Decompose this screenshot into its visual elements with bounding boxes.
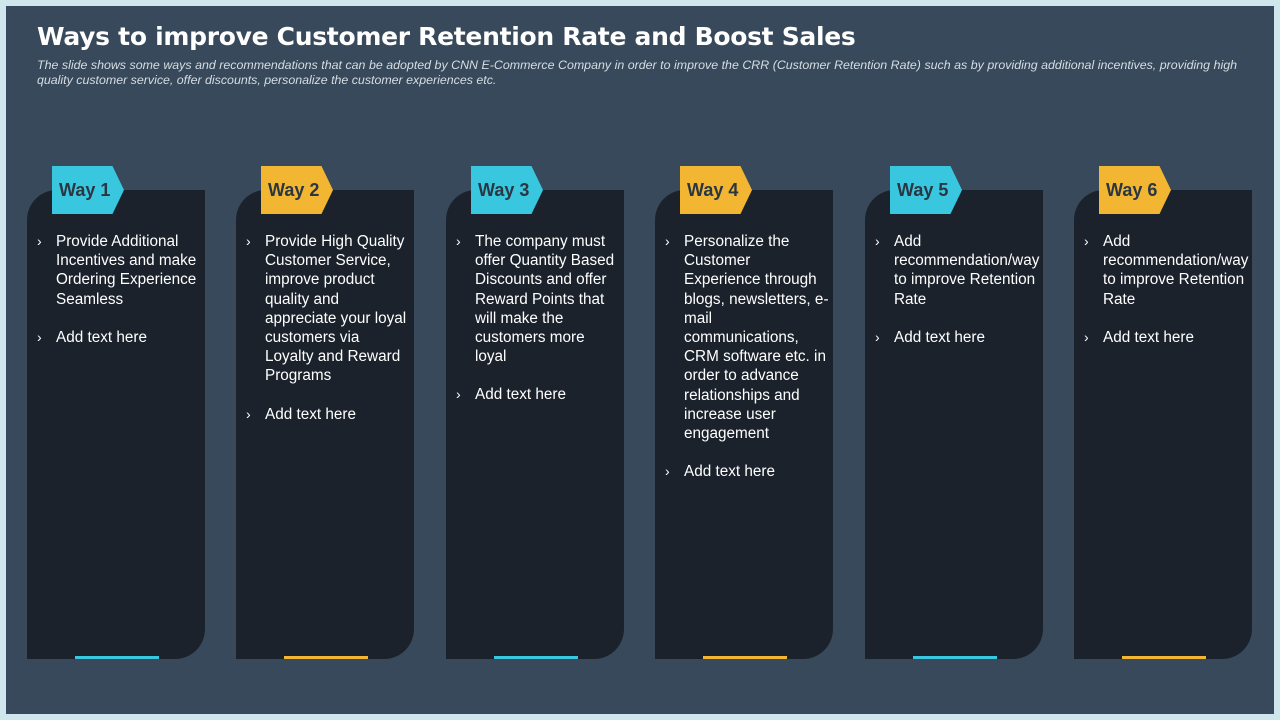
way-item: › Provide Additional Incentives and make … bbox=[37, 232, 201, 309]
chevron-right-icon: › bbox=[875, 328, 880, 345]
way-item: › Add text here bbox=[875, 328, 1039, 347]
way-tag-1: Way 1 bbox=[52, 166, 124, 214]
way-card-4: › Personalize the Customer Experience thr… bbox=[655, 190, 833, 659]
way-item-list: › Provide High Quality Customer Service, … bbox=[246, 232, 410, 443]
way-item-list: › Personalize the Customer Experience thr… bbox=[665, 232, 829, 500]
card-accent-bar bbox=[1122, 656, 1206, 659]
way-item: › Add text here bbox=[246, 405, 410, 424]
chevron-right-icon: › bbox=[1084, 328, 1089, 345]
way-card-3: › The company must offer Quantity Based D… bbox=[446, 190, 624, 659]
way-item-text: Add recommendation/way to improve Retent… bbox=[1103, 233, 1249, 308]
way-item-text: The company must offer Quantity Based Di… bbox=[475, 233, 615, 366]
way-card-1: › Provide Additional Incentives and make … bbox=[27, 190, 205, 659]
way-item-text: Provide Additional Incentives and make O… bbox=[56, 233, 197, 308]
chevron-right-icon: › bbox=[37, 233, 42, 249]
card-accent-bar bbox=[75, 656, 159, 659]
way-item-list: › Provide Additional Incentives and make … bbox=[37, 232, 201, 366]
way-tag-6: Way 6 bbox=[1099, 166, 1171, 214]
slide-title: Ways to improve Customer Retention Rate … bbox=[37, 22, 856, 51]
slide-subtitle: The slide shows some ways and recommenda… bbox=[37, 58, 1237, 87]
way-item: › Add recommendation/way to improve Reten… bbox=[875, 232, 1039, 309]
chevron-right-icon: › bbox=[875, 233, 880, 249]
way-item-text: Add text here bbox=[684, 463, 775, 481]
chevron-right-icon: › bbox=[37, 328, 42, 345]
way-item: › Add text here bbox=[665, 462, 829, 481]
way-item: › Personalize the Customer Experience thr… bbox=[665, 232, 829, 443]
way-item-text: Personalize the Customer Experience thro… bbox=[684, 233, 829, 443]
way-tag-5: Way 5 bbox=[890, 166, 962, 214]
way-item-text: Add text here bbox=[894, 328, 985, 346]
way-tag-2: Way 2 bbox=[261, 166, 333, 214]
way-item-list: › Add recommendation/way to improve Reten… bbox=[1084, 232, 1248, 366]
chevron-right-icon: › bbox=[246, 233, 251, 249]
chevron-right-icon: › bbox=[1084, 233, 1089, 249]
way-card-6: › Add recommendation/way to improve Reten… bbox=[1074, 190, 1252, 659]
slide: Ways to improve Customer Retention Rate … bbox=[6, 6, 1274, 714]
way-item-text: Add text here bbox=[265, 405, 356, 423]
card-accent-bar bbox=[913, 656, 997, 659]
way-tag-3: Way 3 bbox=[471, 166, 543, 214]
way-item: › Add text here bbox=[1084, 328, 1248, 347]
way-item: › Provide High Quality Customer Service, … bbox=[246, 232, 410, 386]
way-item-list: › Add recommendation/way to improve Reten… bbox=[875, 232, 1039, 366]
chevron-right-icon: › bbox=[665, 463, 670, 480]
way-tag-4: Way 4 bbox=[680, 166, 752, 214]
way-item: › The company must offer Quantity Based D… bbox=[456, 232, 620, 366]
card-accent-bar bbox=[494, 656, 578, 659]
way-item-text: Add recommendation/way to improve Retent… bbox=[894, 233, 1040, 308]
way-item-text: Add text here bbox=[1103, 328, 1194, 346]
chevron-right-icon: › bbox=[665, 233, 670, 249]
way-card-5: › Add recommendation/way to improve Reten… bbox=[865, 190, 1043, 659]
way-item: › Add text here bbox=[456, 385, 620, 404]
way-item-list: › The company must offer Quantity Based D… bbox=[456, 232, 620, 424]
way-item-text: Add text here bbox=[475, 386, 566, 404]
way-item-text: Provide High Quality Customer Service, i… bbox=[265, 233, 407, 385]
card-accent-bar bbox=[703, 656, 787, 659]
card-accent-bar bbox=[284, 656, 368, 659]
way-item-text: Add text here bbox=[56, 328, 147, 346]
way-item: › Add text here bbox=[37, 328, 201, 347]
chevron-right-icon: › bbox=[246, 405, 251, 422]
way-card-2: › Provide High Quality Customer Service, … bbox=[236, 190, 414, 659]
chevron-right-icon: › bbox=[456, 233, 461, 249]
way-item: › Add recommendation/way to improve Reten… bbox=[1084, 232, 1248, 309]
chevron-right-icon: › bbox=[456, 386, 461, 403]
